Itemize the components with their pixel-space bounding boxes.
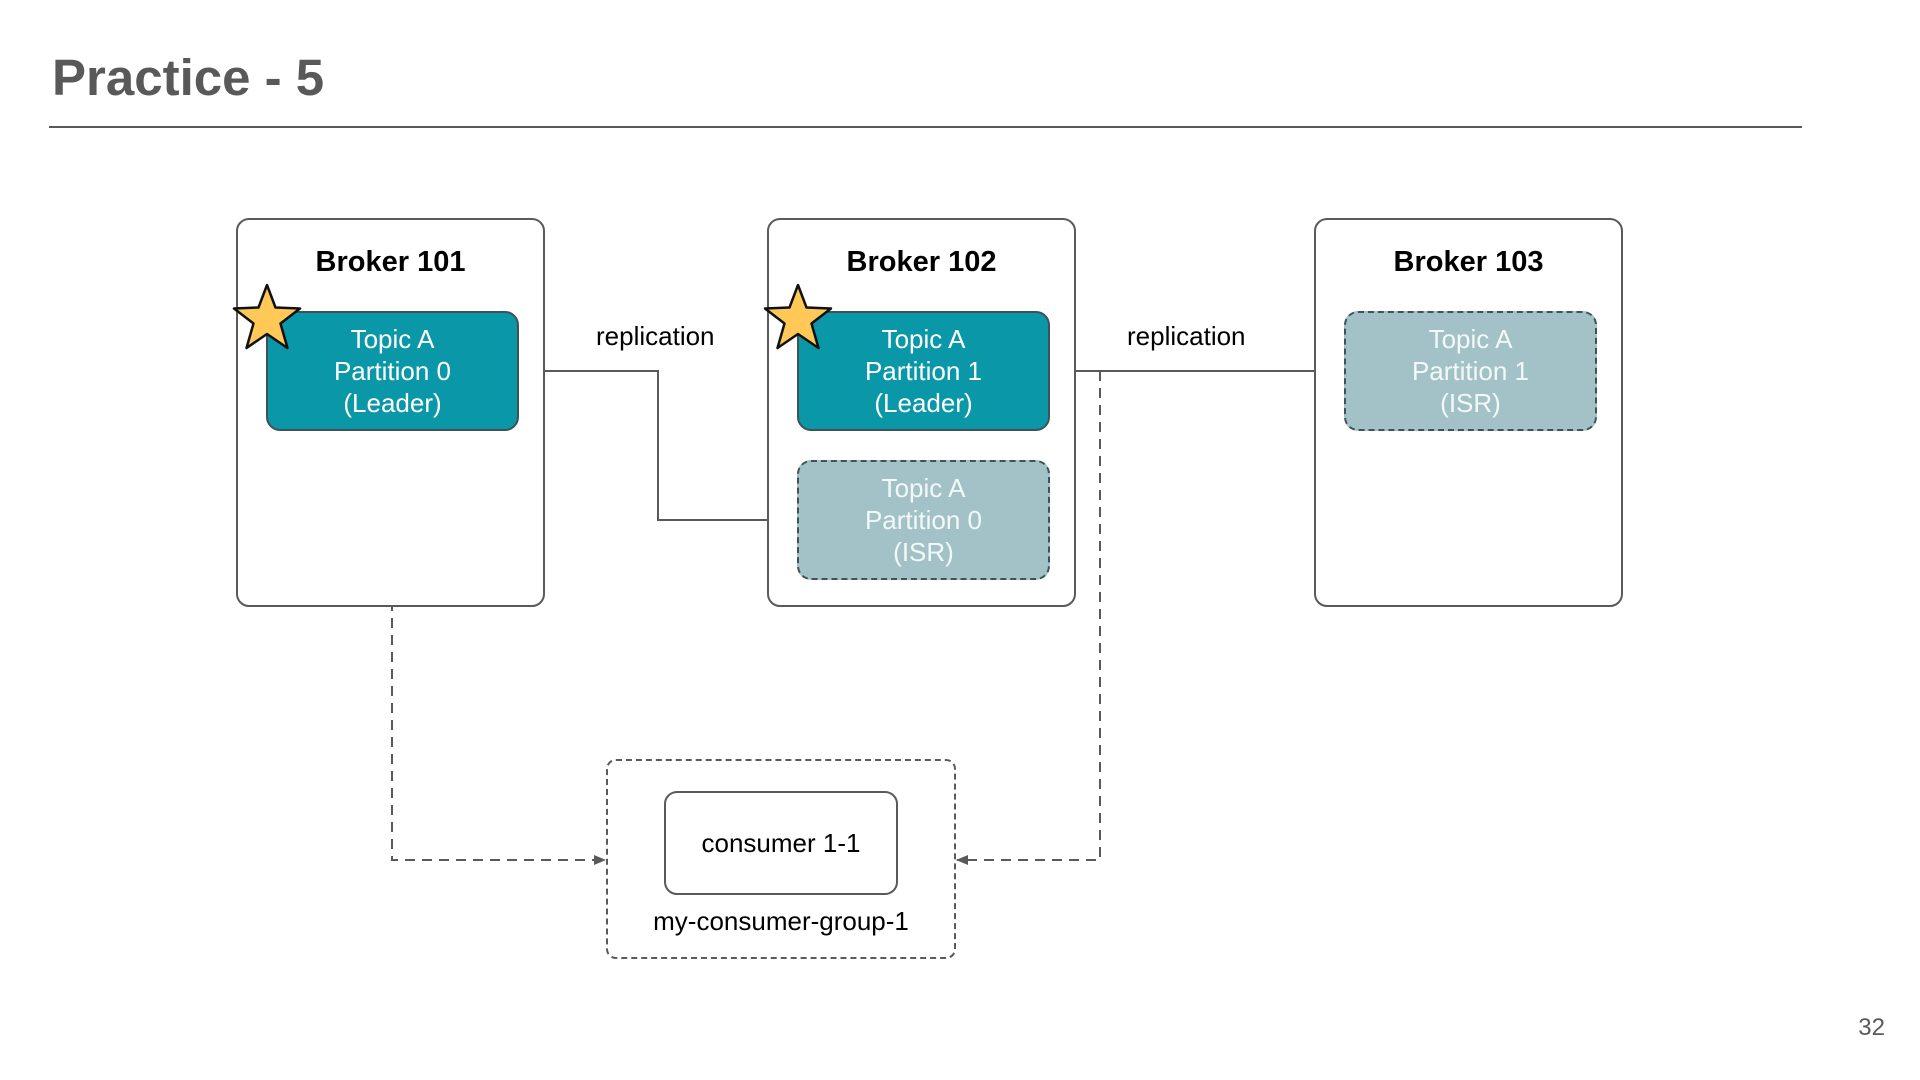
partition-number: Partition 0 — [864, 505, 983, 535]
partition-number: Partition 0 — [333, 356, 452, 386]
consume-arrow-p1 — [956, 371, 1101, 865]
partition-role: (Leader) — [874, 388, 973, 418]
consumer-group: consumer 1-1 my-consumer-group-1 — [606, 759, 956, 959]
title-divider — [49, 126, 1802, 128]
partition-b101-p0-leader: Topic A Partition 0 (Leader) — [266, 311, 519, 431]
broker-title: Broker 103 — [1393, 246, 1544, 278]
partition-number: Partition 1 — [864, 356, 983, 386]
partition-role: (ISR) — [893, 537, 954, 567]
broker-title: Broker 102 — [846, 246, 997, 278]
page-number: 32 — [1858, 1014, 1885, 1041]
partition-topic: Topic A — [881, 324, 966, 354]
replication-label: replication — [1127, 321, 1246, 351]
partition-role: (ISR) — [1440, 388, 1501, 418]
star-icon — [763, 283, 833, 350]
replication-label: replication — [596, 321, 715, 351]
star-icon — [232, 283, 302, 350]
partition-b102-p1-leader: Topic A Partition 1 (Leader) — [797, 311, 1050, 431]
partition-topic: Topic A — [1428, 324, 1513, 354]
consumer-node: consumer 1-1 — [664, 791, 898, 895]
replication-arrow-p0 — [518, 370, 800, 525]
partition-number: Partition 1 — [1411, 356, 1530, 386]
partition-role: (Leader) — [343, 388, 442, 418]
partition-b103-p1-isr: Topic A Partition 1 (ISR) — [1344, 311, 1597, 431]
partition-b102-p0-isr: Topic A Partition 0 (ISR) — [797, 460, 1050, 580]
partition-topic: Topic A — [350, 324, 435, 354]
consumer-group-label: my-consumer-group-1 — [653, 906, 909, 936]
broker-title: Broker 101 — [315, 246, 466, 278]
slide-title: Practice - 5 — [52, 49, 325, 106]
partition-topic: Topic A — [881, 473, 966, 503]
